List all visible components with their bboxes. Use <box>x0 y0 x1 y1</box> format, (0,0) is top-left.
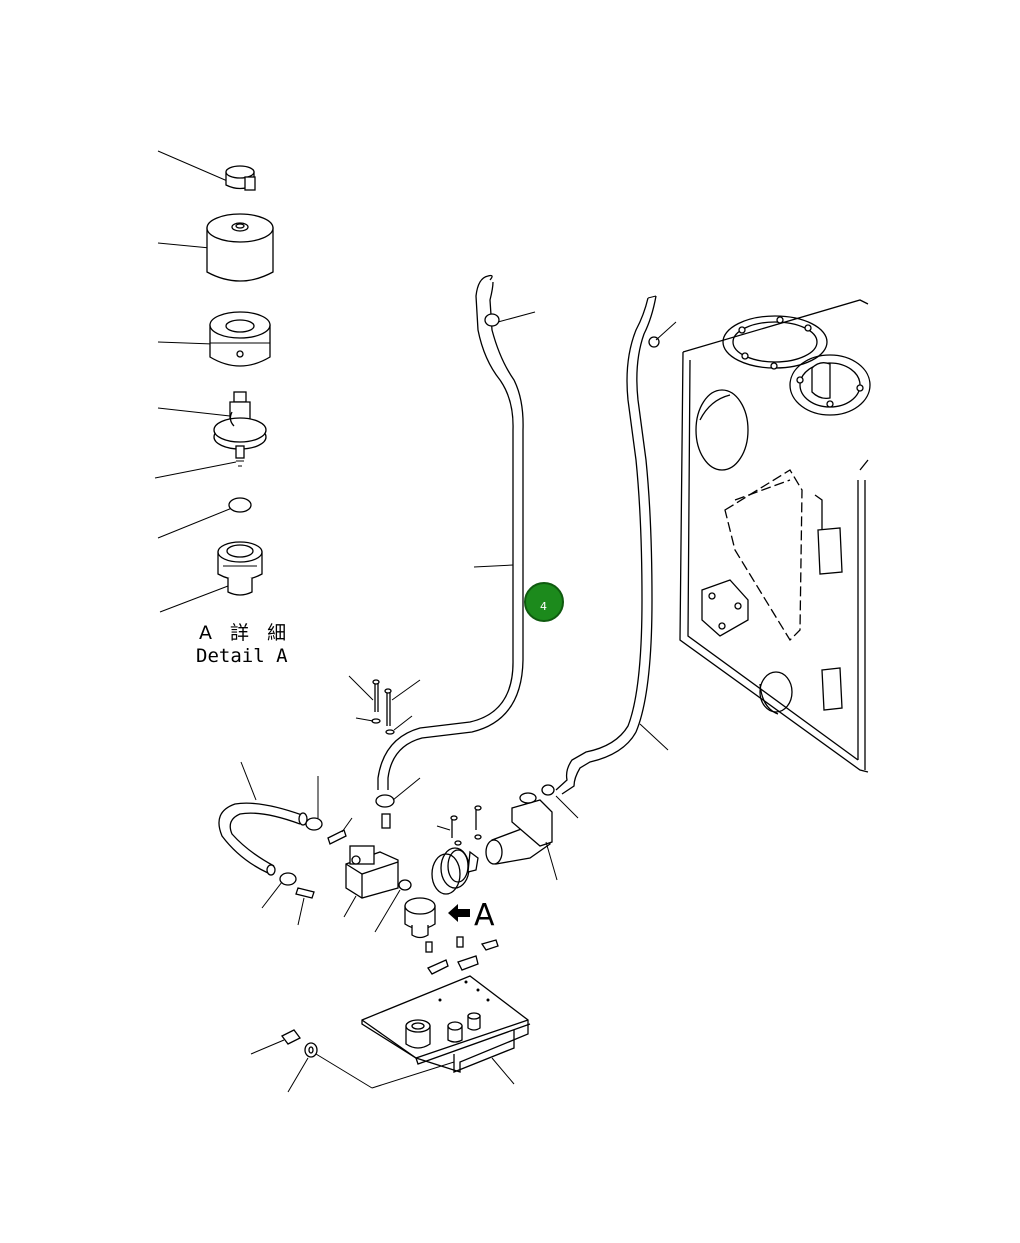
leader-line <box>157 341 214 345</box>
leader-line <box>315 1053 373 1089</box>
solenoid-valve-part <box>343 845 399 918</box>
o-ring-part <box>228 497 252 513</box>
leader-line <box>287 1057 309 1093</box>
sensor-part <box>404 897 436 939</box>
view-marker-label: A <box>474 898 495 933</box>
detail-label-jp: A 詳 細 <box>199 622 292 644</box>
filter-housing-part <box>206 213 274 282</box>
bracket-plate <box>250 975 531 1093</box>
leader-line <box>240 761 257 801</box>
hose-left-loop <box>218 761 308 876</box>
band-clamp-part <box>431 847 479 895</box>
cap-part <box>225 165 256 191</box>
leader-line <box>343 895 357 918</box>
leader-line <box>261 881 283 909</box>
view-arrow-icon <box>448 904 470 922</box>
detail-a-stack: A 詳 細 Detail A <box>154 150 292 667</box>
valve-element-part <box>213 391 267 467</box>
leader-line <box>157 150 233 184</box>
leader-line <box>639 723 669 751</box>
leader-line <box>555 795 579 819</box>
leader-line <box>473 564 514 568</box>
leader-line <box>348 675 374 701</box>
leader-line <box>157 507 233 539</box>
tank-assembly <box>679 299 871 773</box>
leader-line <box>355 717 374 722</box>
leader-line <box>341 817 353 833</box>
valve-cluster: A <box>261 675 579 975</box>
callout-number: 4 <box>540 600 547 613</box>
leader-line <box>154 461 237 479</box>
leader-line <box>545 841 558 881</box>
leader-line <box>159 585 229 613</box>
leader-line <box>371 1061 455 1089</box>
leader-line <box>391 679 421 701</box>
elbow-fitting-part <box>485 784 579 881</box>
leader-line <box>157 407 231 417</box>
leader-line <box>655 321 677 341</box>
leader-line <box>250 1039 285 1055</box>
leader-line <box>157 242 211 249</box>
collar-part <box>209 311 271 367</box>
leader-line <box>491 1057 515 1085</box>
leader-line <box>374 889 401 933</box>
hose-right <box>555 295 677 795</box>
callout-circle[interactable] <box>524 582 564 622</box>
detail-label-en: Detail A <box>196 645 288 667</box>
sensor-body-part <box>217 541 263 596</box>
callout-badge[interactable]: 4 <box>524 582 564 622</box>
leader-line <box>392 777 421 801</box>
hose-center <box>377 274 536 790</box>
leader-line <box>393 715 413 731</box>
leader-line <box>297 897 305 926</box>
leader-line <box>436 825 451 831</box>
leader-line <box>497 311 536 323</box>
